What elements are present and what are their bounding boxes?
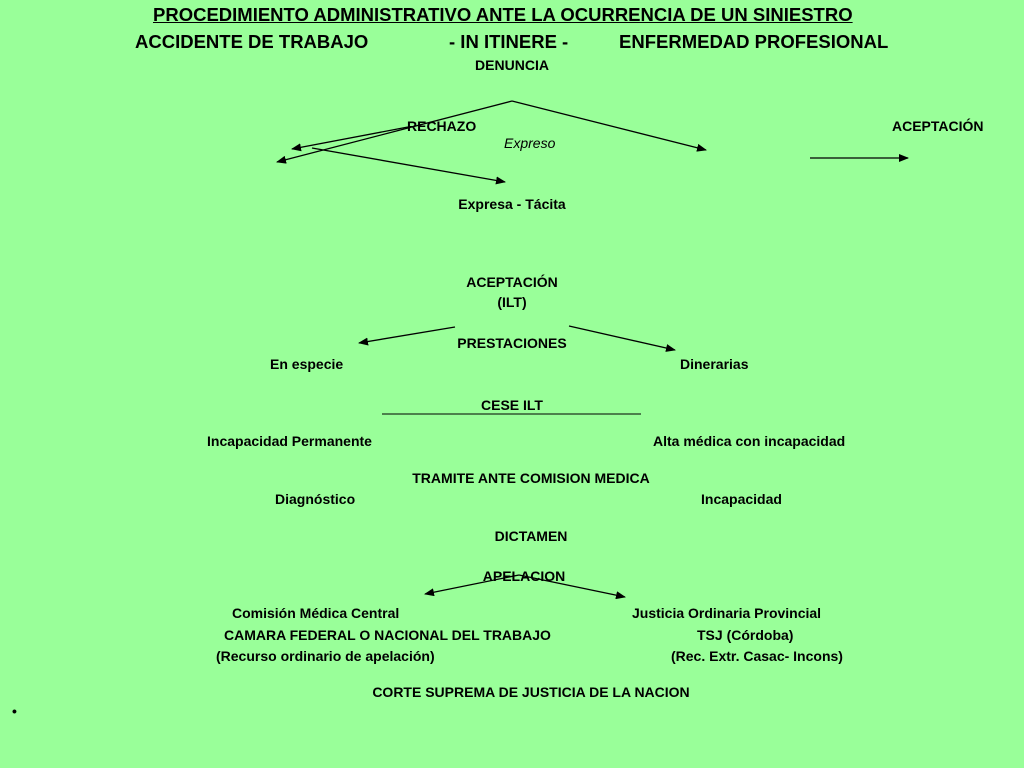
label-tramite: TRAMITE ANTE COMISION MEDICA bbox=[412, 470, 650, 486]
label-aceptacion: ACEPTACIÓN bbox=[466, 274, 558, 290]
arrow-denuncia-to-right bbox=[511, 100, 707, 152]
label-alta-medica: Alta médica con incapacidad bbox=[653, 433, 846, 449]
label-justicia: Justicia Ordinaria Provincial bbox=[632, 605, 822, 621]
label-diagnostico: Diagnóstico bbox=[275, 491, 356, 507]
label-comision-central: Comisión Médica Central bbox=[232, 605, 400, 621]
label-en-especie: En especie bbox=[270, 356, 344, 372]
bullet-point: • bbox=[12, 703, 17, 719]
label-incapacidad: Incapacidad bbox=[701, 491, 782, 507]
label-prestaciones: PRESTACIONES bbox=[457, 335, 567, 351]
label-recurso: (Recurso ordinario de apelación) bbox=[216, 648, 435, 664]
label-corte-suprema: CORTE SUPREMA DE JUSTICIA DE LA NACION bbox=[372, 684, 690, 700]
arrow-rechazo-left bbox=[291, 126, 409, 152]
label-dictamen: DICTAMEN bbox=[494, 528, 568, 544]
arrow-prestaciones-especie bbox=[358, 326, 456, 346]
label-expreso: Expreso bbox=[504, 135, 556, 151]
label-rec-extr: (Rec. Extr. Casac- Incons) bbox=[671, 648, 843, 664]
arrow-apelacion-right bbox=[518, 574, 626, 600]
subtitle-enfermedad: ENFERMEDAD PROFESIONAL bbox=[619, 31, 889, 52]
subtitle-in-itinere: - IN ITINERE - bbox=[449, 31, 569, 52]
label-tsj: TSJ (Córdoba) bbox=[697, 627, 794, 643]
label-camara: CAMARA FEDERAL O NACIONAL DEL TRABAJO bbox=[224, 627, 551, 643]
label-apelacion: APELACION bbox=[482, 568, 566, 584]
label-denuncia: DENUNCIA bbox=[475, 57, 549, 73]
label-expresa-tacita: Expresa - Tácita bbox=[458, 196, 566, 212]
arrow-prestaciones-dinerarias bbox=[568, 325, 676, 352]
label-cese-ilt: CESE ILT bbox=[481, 397, 543, 413]
subtitle-accidente: ACCIDENTE DE TRABAJO bbox=[135, 31, 369, 52]
label-aceptacion-top: ACEPTACIÓN bbox=[892, 118, 984, 134]
page-title: PROCEDIMIENTO ADMINISTRATIVO ANTE LA OCU… bbox=[153, 4, 853, 25]
label-dinerarias: Dinerarias bbox=[680, 356, 749, 372]
label-incapacidad-permanente: Incapacidad Permanente bbox=[207, 433, 372, 449]
arrow-apelacion-left bbox=[424, 574, 520, 597]
label-rechazo: RECHAZO bbox=[407, 118, 477, 134]
arrow-denuncia-to-rechazo bbox=[276, 100, 513, 164]
arrow-rechazo-to-expresa bbox=[311, 147, 506, 185]
label-ilt: (ILT) bbox=[497, 294, 527, 310]
